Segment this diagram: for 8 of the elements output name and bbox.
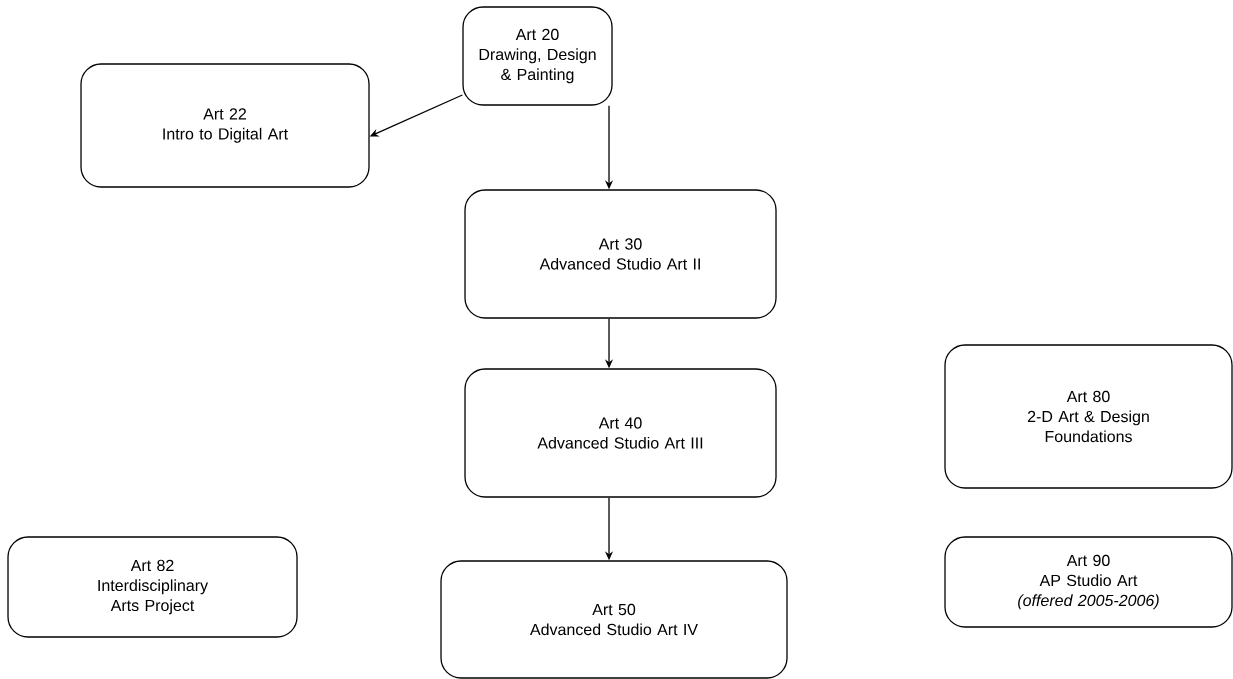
course-box: Art 90 AP Studio Art (offered 2005-2006) bbox=[944, 536, 1233, 628]
course-box: Art 20 Drawing, Design & Painting bbox=[462, 6, 613, 106]
course-box: Art 80 2-D Art & Design Foundations bbox=[944, 344, 1233, 489]
course-box: Art 40 Advanced Studio Art III bbox=[464, 368, 777, 498]
course-box: Art 22 Intro to Digital Art bbox=[80, 63, 370, 188]
course-box: Art 50 Advanced Studio Art IV bbox=[440, 560, 788, 679]
course-box: Art 82 Interdisciplinary Arts Project bbox=[7, 536, 298, 638]
course-box: Art 30 Advanced Studio Art II bbox=[464, 189, 777, 319]
